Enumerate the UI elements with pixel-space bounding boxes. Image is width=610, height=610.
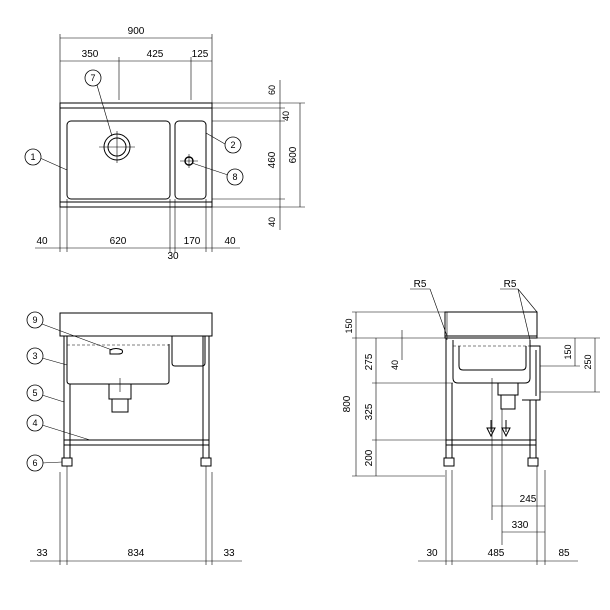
front-view: 33 834 33 9 3 5 4 6 [26, 311, 242, 565]
callout-2: 2 [224, 136, 242, 154]
side-view: R5 R5 150 275 40 800 325 200 150 250 [342, 279, 600, 565]
dim-b40b: 40 [224, 236, 236, 247]
callout-4: 4 [26, 414, 44, 432]
dim-h485: 485 [488, 548, 505, 559]
dim-40a: 40 [281, 111, 291, 121]
dim-460: 460 [267, 151, 278, 168]
front-top [59, 312, 213, 337]
dim-425: 425 [147, 49, 164, 60]
dim-v150: 150 [344, 318, 354, 333]
dim-30: 30 [167, 251, 179, 262]
svg-text:7: 7 [90, 73, 95, 83]
callout-7: 7 [84, 69, 102, 87]
dim-900: 900 [128, 26, 145, 37]
dim-v800: 800 [342, 395, 353, 412]
callout-6: 6 [26, 454, 44, 472]
svg-text:1: 1 [30, 152, 35, 162]
svg-text:4: 4 [32, 418, 37, 428]
top-outline [59, 102, 213, 208]
label-r5-right: R5 [504, 279, 517, 290]
dim-v275: 275 [364, 353, 375, 370]
top-view: 900 350 425 125 60 40 460 40 600 40 620 … [24, 26, 305, 262]
dim-834: 834 [128, 548, 145, 559]
callout-9: 9 [26, 311, 44, 329]
dim-40b: 40 [267, 217, 277, 227]
dim-60: 60 [267, 85, 277, 95]
svg-text:8: 8 [232, 172, 237, 182]
main-bowl [66, 120, 171, 200]
svg-text:5: 5 [32, 388, 37, 398]
svg-text:2: 2 [230, 140, 235, 150]
dim-h85: 85 [558, 548, 570, 559]
callout-3: 3 [26, 347, 44, 365]
svg-text:9: 9 [32, 315, 37, 325]
callout-8: 8 [226, 168, 244, 186]
dim-h330: 330 [512, 520, 529, 531]
dim-170: 170 [184, 236, 201, 247]
dim-600: 600 [288, 146, 299, 163]
callout-5: 5 [26, 384, 44, 402]
small-bowl [174, 120, 207, 200]
dim-v325: 325 [364, 403, 375, 420]
dim-33b: 33 [223, 548, 235, 559]
dim-620: 620 [110, 236, 127, 247]
dim-125: 125 [192, 49, 209, 60]
dim-h245: 245 [520, 494, 537, 505]
dim-h30: 30 [426, 548, 438, 559]
dim-b40a: 40 [36, 236, 48, 247]
dim-350: 350 [82, 49, 99, 60]
dim-33a: 33 [36, 548, 48, 559]
dim-v40: 40 [390, 360, 400, 370]
label-r5-left: R5 [414, 279, 427, 290]
callout-1: 1 [24, 148, 42, 166]
dim-v250: 250 [583, 354, 593, 369]
side-top [444, 311, 538, 339]
svg-text:3: 3 [32, 351, 37, 361]
svg-text:6: 6 [32, 458, 37, 468]
dim-v200: 200 [364, 449, 375, 466]
dim-v150r: 150 [563, 344, 573, 359]
